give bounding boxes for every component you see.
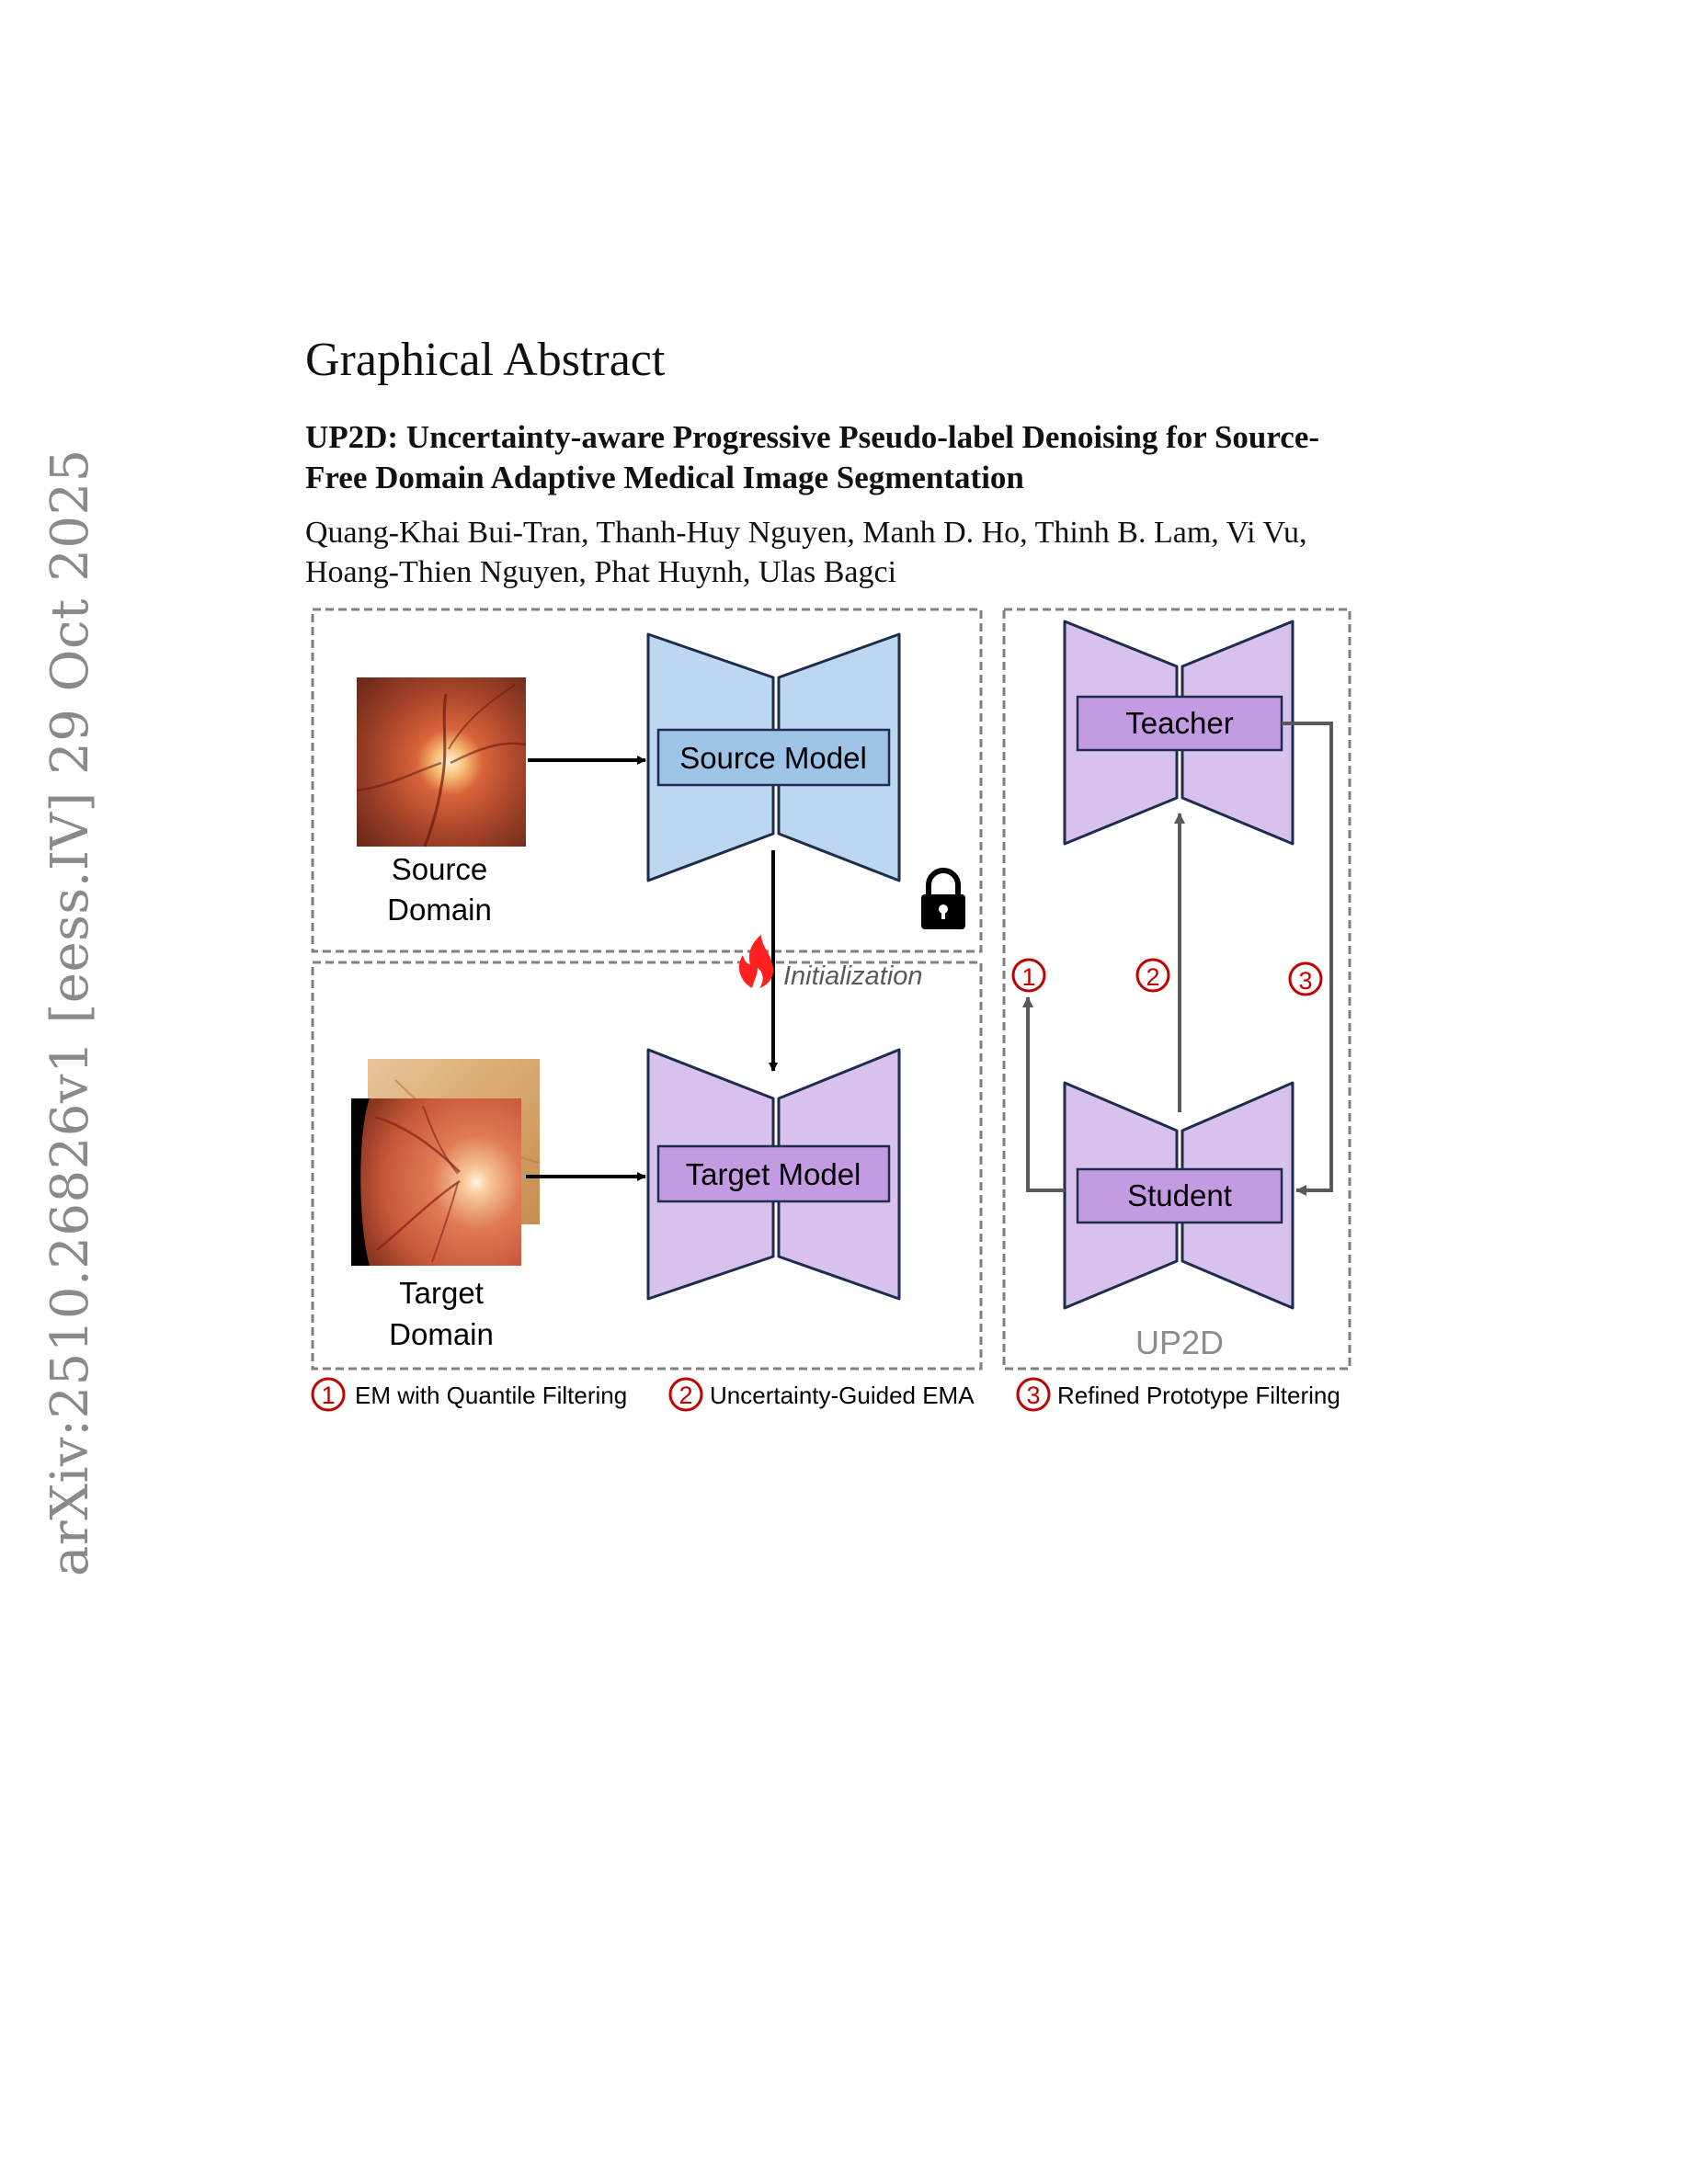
target-fundus-image: [351, 1059, 540, 1266]
student-model: Student: [1065, 1083, 1293, 1308]
author-list: Quang-Khai Bui-Tran, Thanh-Huy Nguyen, M…: [305, 513, 1381, 592]
legend-step3-label: Refined Prototype Filtering: [1057, 1382, 1340, 1409]
step1-marker: 1: [1013, 960, 1044, 991]
source-domain-label-2: Domain: [387, 893, 492, 927]
graphical-abstract-figure: Source Domain Source Model Initializatio…: [303, 602, 1384, 1429]
svg-text:2: 2: [679, 1382, 692, 1409]
step3-marker: 3: [1290, 963, 1321, 995]
legend-step1-label: EM with Quantile Filtering: [355, 1382, 627, 1409]
target-domain-label-2: Domain: [389, 1317, 494, 1351]
arxiv-stamp: arXiv:2510.26826v1 [eess.IV] 29 Oct 2025: [40, 449, 100, 1576]
paper-title: UP2D: Uncertainty-aware Progressive Pseu…: [305, 417, 1381, 498]
target-model-label: Target Model: [686, 1157, 861, 1191]
framework-name: UP2D: [1135, 1324, 1224, 1361]
target-model: Target Model: [648, 1050, 899, 1299]
svg-text:3: 3: [1298, 967, 1312, 995]
source-model-label: Source Model: [679, 741, 867, 775]
svg-text:2: 2: [1146, 963, 1159, 991]
source-domain-label-1: Source: [392, 852, 488, 886]
initialization-label: Initialization: [783, 961, 923, 991]
legend-step3: 3 Refined Prototype Filtering: [1018, 1379, 1340, 1410]
step2-marker: 2: [1137, 960, 1169, 991]
lock-icon: [921, 870, 965, 929]
legend-step1: 1 EM with Quantile Filtering: [313, 1379, 627, 1410]
legend-step2: 2 Uncertainty-Guided EMA: [670, 1379, 975, 1410]
svg-text:1: 1: [1021, 963, 1035, 991]
step1-arrow: [1028, 997, 1065, 1190]
teacher-model: Teacher: [1065, 621, 1293, 844]
source-fundus-image: [357, 677, 526, 847]
svg-text:3: 3: [1026, 1382, 1040, 1409]
target-domain-label-1: Target: [399, 1276, 484, 1310]
svg-text:1: 1: [321, 1382, 335, 1409]
teacher-label: Teacher: [1125, 706, 1233, 740]
section-heading: Graphical Abstract: [305, 333, 665, 387]
flame-icon: [739, 935, 773, 988]
source-model: Source Model: [648, 634, 899, 881]
legend-step2-label: Uncertainty-Guided EMA: [710, 1382, 975, 1409]
student-label: Student: [1127, 1178, 1232, 1212]
